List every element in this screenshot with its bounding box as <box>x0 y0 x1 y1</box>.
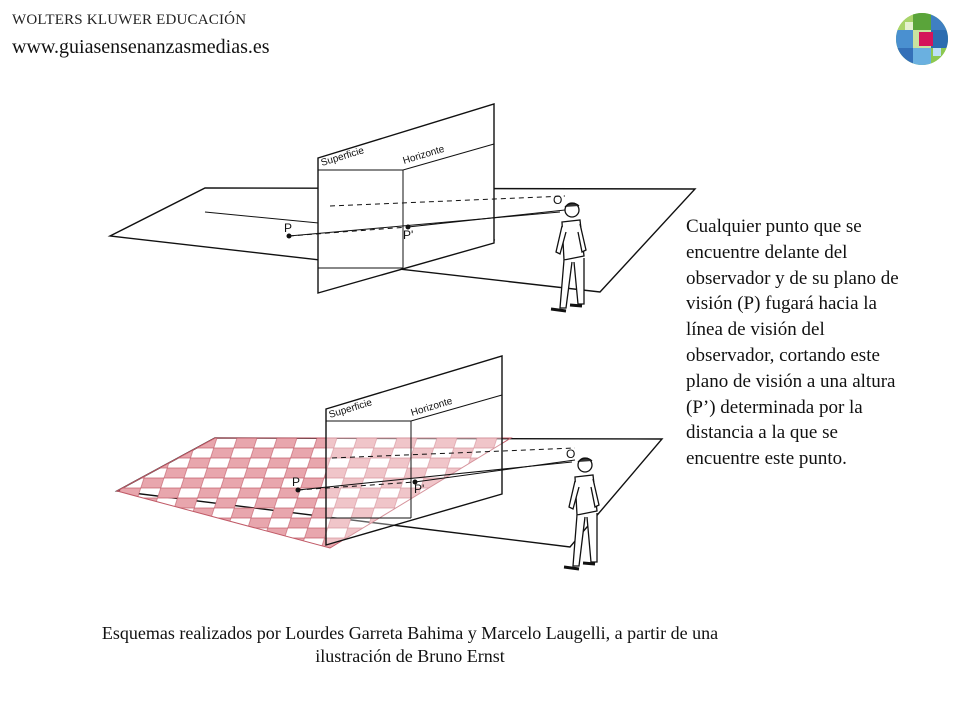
top-point-p-prime <box>405 224 411 230</box>
top-surface-plane <box>317 103 495 294</box>
top-p-label: P <box>284 221 292 235</box>
bottom-observer-label: O <box>566 447 575 461</box>
bottom-surface-plane <box>325 355 503 546</box>
explanation-text: Cualquier punto que se encuentre delante… <box>686 216 899 470</box>
bottom-point-p-prime <box>412 479 418 485</box>
publisher-name: WOLTERS KLUWER EDUCACIÓN <box>12 12 247 28</box>
logo-accent-square <box>919 32 933 46</box>
top-observer-figure <box>550 202 587 313</box>
figure-caption: Esquemas realizados por Lourdes Garreta … <box>101 623 719 666</box>
top-p-prime-label: P' <box>403 228 413 242</box>
website-url[interactable]: www.guiasensenanzasmedias.es <box>12 36 270 58</box>
bottom-point-p <box>295 487 301 493</box>
top-ground-plane <box>107 187 697 293</box>
wolters-kluwer-logo-icon <box>896 13 948 65</box>
bottom-observer-figure <box>563 457 600 571</box>
top-point-p <box>286 233 292 239</box>
top-diagram <box>107 103 697 294</box>
bottom-p-label: P <box>292 475 300 489</box>
top-observer-label: O <box>553 193 562 207</box>
bottom-p-prime-label: P' <box>414 482 424 496</box>
